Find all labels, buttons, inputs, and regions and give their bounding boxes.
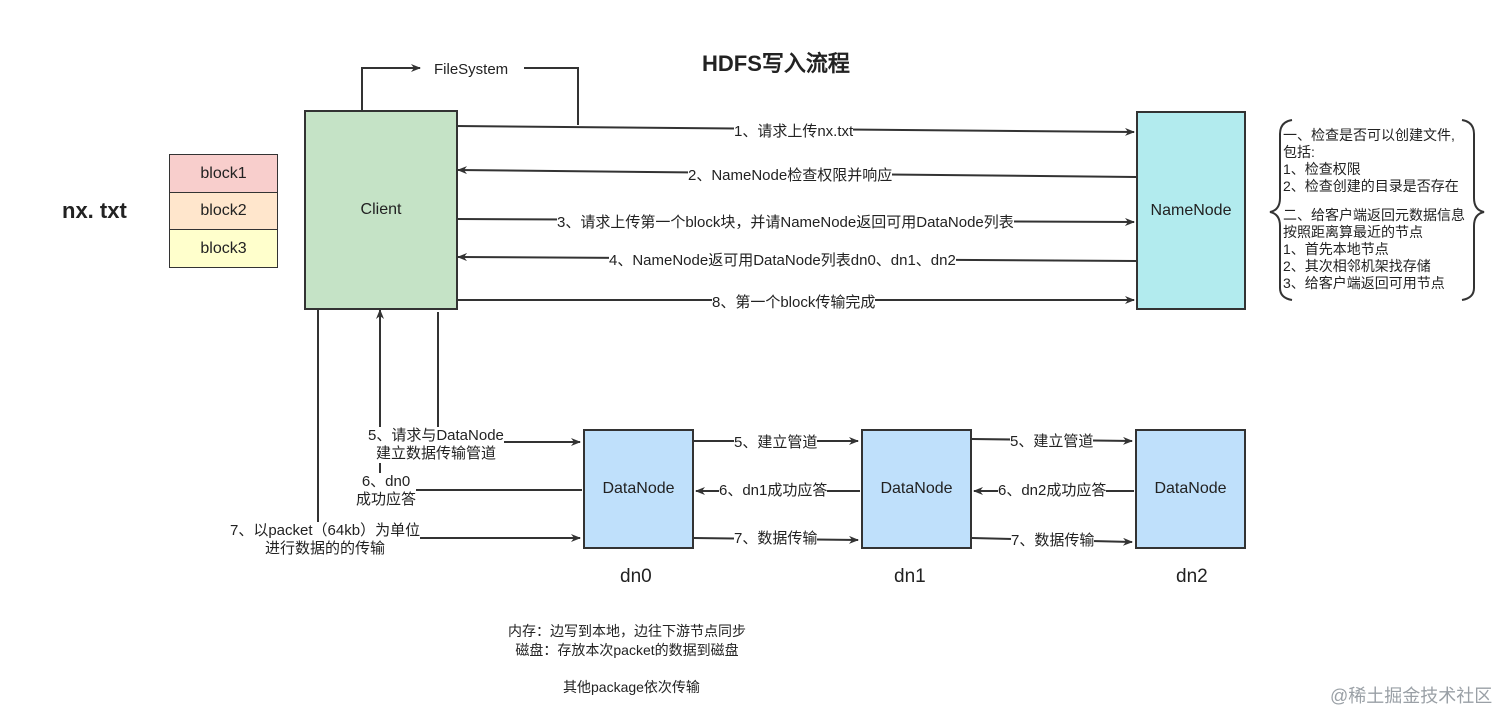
note-line: 1、检查权限: [1283, 161, 1361, 177]
datanode-dn2: DataNode: [1135, 429, 1246, 549]
step-3-label: 3、请求上传第一个block块，并请NameNode返回可用DataNode列表: [557, 214, 1014, 232]
tx-1-label: 7、数据传输: [734, 530, 818, 548]
memory-disk-note: 内存：边写到本地，边往下游节点同步 磁盘：存放本次packet的数据到磁盘: [508, 622, 746, 660]
pipe-2-label: 5、建立管道: [1010, 433, 1094, 451]
note-line: 按照距离算最近的节点: [1283, 224, 1423, 240]
note-line: 包括:: [1283, 144, 1315, 160]
filesystem-arrow-in: [361, 64, 421, 110]
step-8-label: 8、第一个block传输完成: [712, 294, 876, 312]
arrow-step-5: [437, 312, 581, 446]
file-label: nx. txt: [62, 198, 127, 223]
step-4-label: 4、NameNode返可用DataNode列表dn0、dn1、dn2: [609, 252, 956, 270]
note-line: [1283, 195, 1465, 207]
note-brace-left: [1269, 119, 1293, 301]
disk-note: 磁盘：存放本次packet的数据到磁盘: [515, 642, 739, 658]
filesystem-label: FileSystem: [434, 61, 509, 79]
note-line: 2、检查创建的目录是否存在: [1283, 178, 1459, 194]
note-brace-right: [1461, 119, 1485, 301]
block-1: block1: [169, 154, 278, 193]
datanode-dn1: DataNode: [861, 429, 972, 549]
ack-2-label: 6、dn2成功应答: [998, 482, 1107, 500]
note-line: 3、给客户端返回可用节点: [1283, 275, 1445, 291]
step-2-label: 2、NameNode检查权限并响应: [688, 167, 893, 185]
block-2-label: block2: [200, 202, 247, 219]
block-3: block3: [169, 229, 278, 268]
client-label: Client: [360, 201, 402, 218]
datanode-dn1-label: DataNode: [880, 480, 953, 497]
pipe-1-label: 5、建立管道: [734, 434, 818, 452]
note-line: 一、检查是否可以创建文件,: [1283, 127, 1455, 143]
dn2-name: dn2: [1176, 566, 1208, 587]
datanode-dn2-label: DataNode: [1154, 480, 1227, 497]
block-1-label: block1: [200, 164, 247, 182]
step-6-label: 6、dn0 成功应答: [356, 473, 417, 509]
datanode-dn0: DataNode: [583, 429, 694, 549]
step-6-line1: 6、dn0: [361, 473, 411, 490]
arrow-step-6: [376, 309, 582, 491]
block-2: block2: [169, 192, 278, 230]
note-line: 二、给客户端返回元数据信息: [1283, 207, 1465, 223]
step-1-label: 1、请求上传nx.txt: [734, 123, 854, 141]
ack-1-label: 6、dn1成功应答: [719, 482, 828, 500]
tx-2-label: 7、数据传输: [1011, 532, 1095, 550]
step-7-line2: 进行数据的的传输: [265, 540, 386, 557]
datanode-dn0-label: DataNode: [602, 480, 675, 497]
step-5-line2: 建立数据传输管道: [375, 445, 496, 462]
note-line: 1、首先本地节点: [1283, 241, 1389, 257]
step-6-line2: 成功应答: [356, 491, 417, 508]
step-7-line1: 7、以packet（64kb）为单位: [230, 522, 421, 539]
memory-note: 内存：边写到本地，边往下游节点同步: [508, 623, 746, 639]
dn0-name: dn0: [620, 566, 652, 587]
client-node: Client: [304, 110, 458, 310]
namenode-node: NameNode: [1136, 111, 1246, 310]
namenode-notes: 一、检查是否可以创建文件, 包括: 1、检查权限 2、检查创建的目录是否存在 二…: [1283, 127, 1465, 292]
namenode-label: NameNode: [1150, 201, 1232, 219]
note-line: 2、其次相邻机架找存储: [1283, 258, 1431, 274]
filesystem-arrow-out: [524, 67, 579, 125]
other-package-note: 其他package依次传输: [563, 679, 700, 695]
watermark: @稀土掘金技术社区: [1330, 686, 1493, 706]
diagram-title: HDFS写入流程: [702, 51, 850, 76]
step-5-line1: 5、请求与DataNode: [368, 427, 504, 444]
block-3-label: block3: [200, 239, 247, 257]
step-7-label: 7、以packet（64kb）为单位 进行数据的的传输: [230, 522, 421, 558]
dn1-name: dn1: [894, 566, 926, 587]
step-5-label: 5、请求与DataNode 建立数据传输管道: [368, 427, 504, 463]
